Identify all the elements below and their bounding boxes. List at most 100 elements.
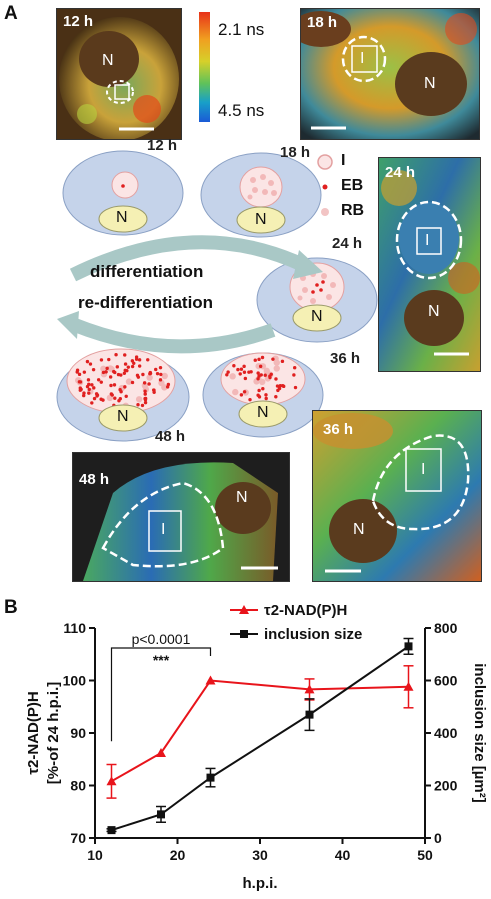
eb-dot	[88, 362, 93, 366]
eb-dot	[99, 358, 104, 362]
eb-dot	[268, 375, 272, 380]
chart-series	[106, 637, 414, 835]
eb-dot	[140, 403, 145, 408]
eb-dot	[105, 366, 109, 371]
eb-dot	[159, 372, 163, 377]
panel-b-label: B	[4, 597, 18, 618]
x-tick-label: 30	[252, 847, 268, 863]
eb-dot	[87, 391, 91, 395]
micrograph-12h-image	[57, 9, 181, 139]
data-point-triangle	[403, 681, 414, 691]
eb-dot	[86, 378, 91, 382]
eb-dot	[243, 376, 248, 381]
eb-dot	[82, 370, 87, 374]
eb-dot	[90, 401, 94, 405]
y-right-tick-label: 0	[434, 830, 442, 846]
eb-dot	[91, 367, 96, 372]
eb-dot	[124, 394, 128, 398]
rb-dot	[107, 365, 114, 372]
cell-36h-time: 36 h	[330, 350, 361, 367]
micrograph-18h-inclusion-outline	[341, 35, 387, 83]
eb-dot	[232, 364, 236, 368]
micrograph-18h-roi-box	[351, 45, 378, 73]
eb-dot	[122, 371, 127, 376]
eb-dot	[134, 355, 139, 359]
data-point-triangle	[106, 776, 117, 786]
cell-12h-nucleus-label: N	[116, 209, 128, 226]
rb-dot	[273, 359, 280, 366]
eb-dot	[155, 371, 160, 376]
rb-dot	[232, 388, 239, 396]
eb-dot	[247, 370, 251, 374]
micrograph-48h-image	[73, 453, 289, 581]
eb-dot	[110, 393, 114, 397]
micrograph-24h-inclusion-label: I	[425, 232, 430, 249]
x-axis-label: h.p.i.	[243, 875, 278, 892]
rb-dot	[100, 365, 107, 373]
eb-dot	[123, 385, 127, 389]
cell-36h-nucleus-label: N	[257, 404, 269, 421]
x-tick-label: 40	[335, 847, 351, 863]
data-point-square	[157, 810, 165, 819]
eb-dot	[113, 396, 117, 400]
panel-a-label: A	[4, 3, 18, 24]
micrograph-36h-inclusion-outline	[371, 434, 470, 531]
micrograph-18h: 18 h I N	[300, 8, 480, 140]
eb-dot	[278, 383, 283, 388]
eb-dot	[146, 358, 150, 362]
eb-dot	[130, 380, 135, 385]
cell-48h-inclusion	[66, 348, 176, 414]
rb-dot	[263, 367, 270, 375]
eb-dot	[238, 372, 242, 376]
re-differentiation-arrow	[72, 318, 276, 354]
data-point-square	[206, 773, 215, 782]
eb-dot	[136, 403, 140, 407]
data-point-square	[107, 826, 116, 835]
lifetime-colorbar	[199, 12, 210, 122]
cell-18h-nucleus-label: N	[255, 211, 267, 228]
colorbar-bottom-label: 4.5 ns	[218, 101, 265, 120]
micrograph-12h-roi-box	[114, 84, 130, 100]
eb-dot	[114, 353, 118, 357]
rb-dot	[125, 378, 133, 385]
data-point-triangle	[205, 675, 216, 685]
cell-24h-nucleus	[292, 304, 342, 332]
cell-36h-nucleus	[238, 400, 288, 428]
cell-36h-bodies	[225, 355, 298, 402]
y-right-tick-label: 800	[434, 620, 458, 636]
micrograph-24h-nucleus-label: N	[428, 303, 440, 320]
eb-dot	[81, 393, 86, 398]
eb-dot	[260, 355, 265, 360]
micrograph-48h-time: 48 h	[79, 471, 110, 488]
legend-label-0: τ2-NAD(P)H	[264, 602, 347, 619]
micrograph-24h-time: 24 h	[385, 164, 416, 181]
eb-dot	[264, 396, 268, 401]
x-tick-label: 50	[417, 847, 433, 863]
eb-dot	[92, 396, 97, 401]
rb-dot	[161, 384, 168, 391]
infection-cycle-schematic	[56, 150, 378, 442]
micrograph-12h-inclusion-outline	[106, 80, 134, 104]
eb-dot	[99, 380, 103, 384]
eb-dot	[126, 365, 131, 369]
micrograph-12h: 12 h N	[56, 8, 182, 140]
cell-18h-inclusion	[239, 166, 283, 208]
cell-12h-nucleus	[98, 205, 148, 233]
eb-dot	[261, 387, 265, 391]
eb-dot	[143, 392, 147, 396]
y-right-tick-label: 400	[434, 725, 458, 741]
cell-24h-nucleus-label: N	[311, 308, 323, 325]
eb-dot	[141, 372, 145, 377]
eb-dot	[101, 370, 106, 375]
p-value-annotation: p<0.0001	[132, 631, 191, 647]
eb-dot	[293, 385, 298, 390]
rb-dot	[229, 373, 236, 380]
eb-dot	[85, 359, 90, 364]
rb-dot	[146, 374, 153, 381]
significance-bracket	[110, 647, 212, 742]
cell-18h-nucleus	[236, 206, 286, 234]
eb-dot	[258, 364, 263, 369]
series-line-0	[111, 679, 409, 783]
eb-dot	[112, 369, 116, 374]
eb-dot	[253, 358, 257, 362]
